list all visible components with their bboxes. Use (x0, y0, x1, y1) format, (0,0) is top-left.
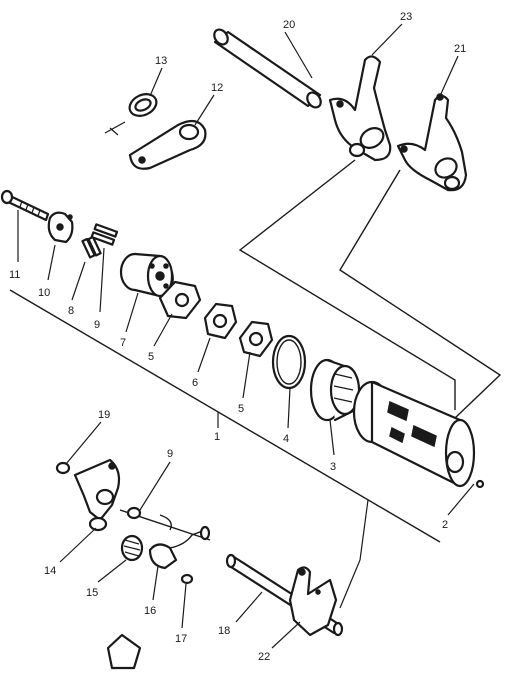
fork-guide-line-left (238, 159, 456, 410)
callout-8: 8 (68, 305, 74, 317)
spring-arm-16 (148, 514, 211, 570)
callout-9a: 9 (94, 319, 100, 331)
leader-lines (17, 23, 475, 649)
bearing-3 (309, 358, 361, 422)
spring-15 (120, 534, 144, 562)
callout-2: 2 (442, 519, 448, 531)
callout-12: 12 (211, 82, 223, 94)
callout-4: 4 (283, 433, 289, 445)
main-axis-line (9, 289, 441, 543)
callout-20: 20 (283, 19, 295, 31)
pins-8 (81, 235, 102, 259)
fork-guide-line-right (339, 169, 502, 419)
shift-lever-14 (73, 458, 121, 532)
callout-16: 16 (144, 605, 156, 617)
callout-14: 14 (44, 565, 56, 577)
callout-5a: 5 (148, 351, 154, 363)
callout-18: 18 (218, 625, 230, 637)
callout-11: 11 (9, 269, 20, 281)
circlip-4 (271, 334, 307, 390)
callout-9b: 9 (167, 448, 173, 460)
stopper-plate-5a (158, 280, 202, 320)
callout-7: 7 (120, 337, 126, 349)
drum-segment-7 (119, 252, 174, 298)
circlip-19 (55, 461, 71, 475)
bolt-11 (0, 189, 50, 222)
arm-12 (128, 119, 207, 170)
segment-10 (47, 211, 74, 244)
callout-numbers: 20 23 21 13 12 11 10 8 9 7 5 6 1 5 4 3 2… (9, 11, 466, 663)
callout-6: 6 (192, 377, 198, 389)
stopper-plate-6 (203, 302, 238, 340)
shift-fork-23 (328, 55, 392, 162)
spring-13 (104, 93, 158, 136)
clip-17 (180, 573, 194, 585)
shift-fork-22 (288, 566, 338, 637)
shift-fork-21 (396, 93, 468, 192)
callout-3: 3 (330, 461, 336, 473)
callout-23: 23 (400, 11, 412, 23)
callout-17: 17 (175, 633, 187, 645)
callout-10: 10 (38, 287, 50, 299)
stopper-plate-5b (238, 320, 274, 358)
callout-5b: 5 (238, 403, 244, 415)
callout-13: 13 (155, 55, 167, 67)
shift-fork-guide-bar (213, 28, 322, 109)
callout-22: 22 (258, 651, 270, 663)
callout-21: 21 (454, 43, 466, 55)
callout-1: 1 (214, 431, 220, 443)
callout-19: 19 (98, 409, 110, 421)
stopper-block (106, 633, 142, 670)
washer-9 (126, 506, 142, 520)
callout-15: 15 (86, 587, 98, 599)
shift-drum-2 (352, 380, 485, 489)
pins-9 (90, 223, 119, 246)
